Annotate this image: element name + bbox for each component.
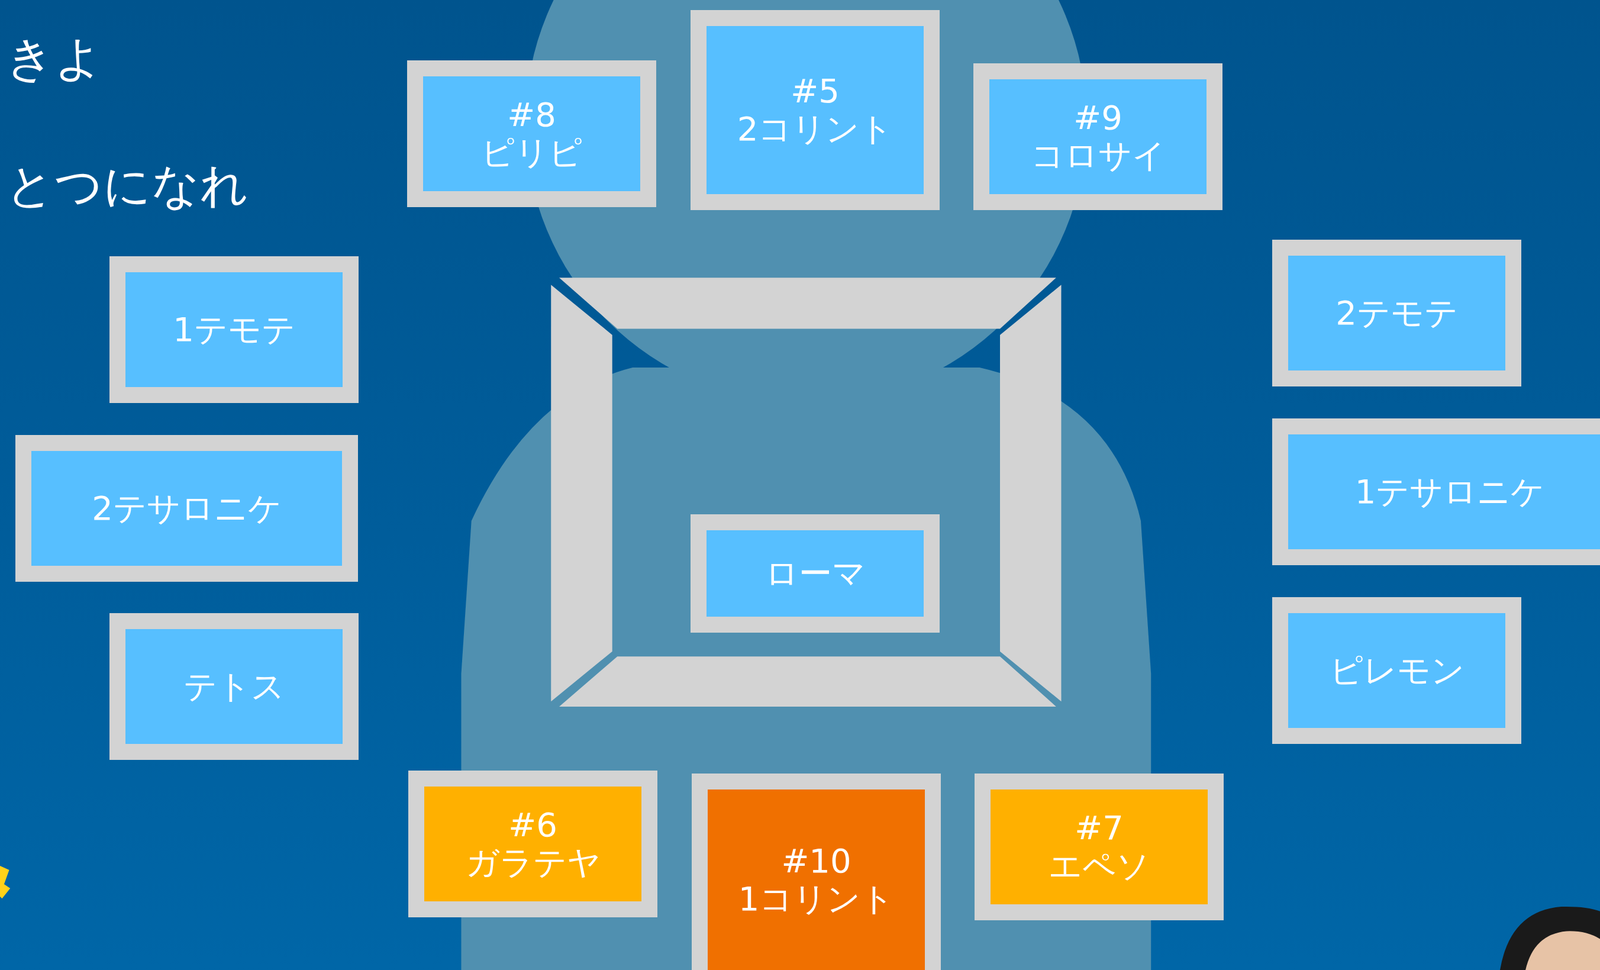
book-box: #9コロサイ (973, 63, 1223, 211)
person-head (1500, 906, 1600, 970)
book-box: 2テサロニケ (15, 434, 358, 582)
book-name: 1テサロニケ (1355, 472, 1545, 511)
callout-number: #5 (790, 72, 840, 111)
frame-top (559, 277, 1057, 329)
callout-number: #9 (1073, 98, 1123, 137)
book-name: ピレモン (1329, 651, 1465, 690)
book-name: 2テモテ (1335, 294, 1458, 332)
book-box: 2テモテ (1272, 239, 1522, 387)
frame-left (550, 284, 612, 702)
book-box: 1テモテ (109, 256, 359, 403)
book-box: ピレモン (1272, 597, 1522, 744)
book-name: ローマ (765, 554, 866, 593)
callout-number: #8 (507, 95, 557, 134)
frame-right (1000, 284, 1061, 702)
book-box: #52コリント (690, 10, 940, 211)
book-box: #8ピリピ (407, 60, 657, 208)
slogan-text: きよ (5, 32, 103, 85)
book-name: 1テモテ (172, 310, 296, 349)
book-name: ガラテヤ (465, 843, 601, 882)
book-name: 1コリント (738, 879, 895, 918)
book-name: エペソ (1048, 846, 1150, 885)
book-box: #101コリント (691, 773, 941, 970)
book-name: テトス (183, 667, 285, 706)
callout-number: #6 (508, 805, 558, 844)
book-name: 2テサロニケ (91, 489, 282, 528)
callout-number: #7 (1074, 808, 1124, 847)
book-box: #6ガラテヤ (408, 770, 658, 918)
book-box: 1テサロニケ (1272, 418, 1600, 566)
slogan-text: とつになれ (5, 159, 249, 212)
book-box: ローマ (690, 514, 940, 633)
book-name: 2コリント (737, 110, 894, 148)
book-box: #7エペソ (974, 773, 1224, 921)
book-name: コロサイ (1030, 136, 1166, 175)
book-name: ピリピ (481, 133, 583, 172)
callout-number: #10 (781, 842, 851, 880)
frame-bottom (559, 656, 1057, 707)
book-box: テトス (109, 613, 359, 760)
yellow-mark (0, 865, 11, 899)
person-face (1525, 930, 1600, 970)
